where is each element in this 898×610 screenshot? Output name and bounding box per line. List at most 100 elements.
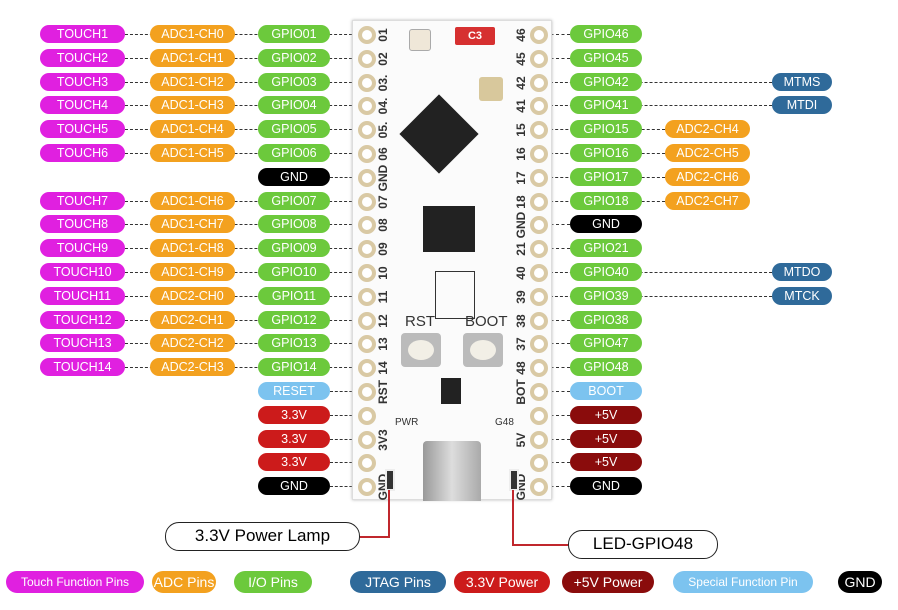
pin-hole bbox=[358, 145, 376, 163]
connector-line bbox=[125, 57, 362, 59]
pin-row-right: GPIO48 bbox=[0, 358, 898, 377]
adc-pill: ADC2-CH6 bbox=[665, 167, 750, 186]
legend-touch: Touch Function Pins bbox=[6, 571, 144, 593]
legend-jtag: JTAG Pins bbox=[350, 571, 446, 593]
v33-pill: 3.3V bbox=[258, 405, 330, 424]
pin-hole bbox=[358, 97, 376, 116]
boot-button[interactable] bbox=[463, 333, 503, 367]
gpio-pill: GPIO17 bbox=[570, 167, 642, 186]
adc-pill: ADC1-CH5 bbox=[150, 144, 235, 162]
touch-pill: TOUCH14 bbox=[40, 358, 125, 377]
pin-row-right: +5V bbox=[0, 453, 898, 472]
adc-pill: ADC1-CH8 bbox=[150, 239, 235, 258]
connector-line bbox=[545, 438, 570, 440]
rst-button[interactable] bbox=[401, 333, 441, 367]
pin-hole bbox=[358, 383, 376, 401]
gpio-pill: GPIO01 bbox=[258, 25, 330, 43]
gpio-pill: GPIO06 bbox=[258, 144, 330, 162]
adc-pill: ADC1-CH3 bbox=[150, 96, 235, 115]
pin-hole bbox=[358, 121, 376, 140]
connector-line bbox=[545, 414, 570, 416]
connector-line bbox=[125, 129, 362, 131]
gpio-pill: GPIO15 bbox=[570, 120, 642, 139]
touch-pill: TOUCH3 bbox=[40, 72, 125, 91]
pin-hole bbox=[358, 406, 376, 425]
pin-hole bbox=[530, 168, 548, 187]
power-lamp-callout: 3.3V Power Lamp bbox=[165, 522, 360, 551]
pin-hole bbox=[358, 430, 376, 449]
gpio-pill: GPIO09 bbox=[258, 239, 330, 258]
gpio-pill: GPIO04 bbox=[258, 96, 330, 115]
pin-hole bbox=[530, 216, 548, 235]
adc-pill: ADC1-CH9 bbox=[150, 263, 235, 281]
jtag-pill: MTMS bbox=[772, 72, 832, 91]
gpio-pill: GPIO02 bbox=[258, 48, 330, 67]
gnd-pill: GND bbox=[258, 167, 330, 186]
pin-hole bbox=[530, 311, 548, 330]
gpio-pill: GPIO08 bbox=[258, 215, 330, 234]
connector-line bbox=[545, 295, 772, 297]
g48-label: G48 bbox=[495, 417, 514, 428]
pin-hole bbox=[358, 168, 376, 187]
gpio-pill: GPIO14 bbox=[258, 358, 330, 377]
esp32-chip bbox=[399, 94, 479, 174]
pin-hole bbox=[358, 359, 376, 378]
touch-pill: TOUCH4 bbox=[40, 96, 125, 115]
gpio-pill: GPIO10 bbox=[258, 263, 330, 281]
touch-pill: TOUCH2 bbox=[40, 48, 125, 67]
pin-hole bbox=[358, 26, 376, 44]
pin-hole bbox=[530, 121, 548, 140]
pin-hole bbox=[358, 73, 376, 92]
pin-hole bbox=[530, 145, 548, 163]
jtag-pill: MTDO bbox=[772, 263, 832, 281]
legend-v33: 3.3V Power bbox=[454, 571, 550, 593]
connector-line bbox=[125, 81, 362, 83]
legend-adc: ADC Pins bbox=[152, 571, 216, 593]
connector-line bbox=[545, 272, 772, 273]
adc-pill: ADC1-CH1 bbox=[150, 48, 235, 67]
connector-line bbox=[125, 34, 362, 35]
pin-row-right: GPIO47 bbox=[0, 334, 898, 353]
adc-pill: ADC1-CH2 bbox=[150, 72, 235, 91]
ic-footprint bbox=[435, 271, 475, 319]
legend-special: Special Function Pin bbox=[673, 571, 813, 593]
connector-line bbox=[125, 224, 362, 226]
connector-line bbox=[545, 224, 570, 226]
gpio-pill: GPIO42 bbox=[570, 72, 642, 91]
pin-row-left: TOUCH2 ADC1-CH1 GPIO02 bbox=[0, 48, 370, 67]
gpio-pill: GPIO21 bbox=[570, 239, 642, 258]
pin-row-left: 3.3V bbox=[0, 405, 370, 424]
connector-line bbox=[545, 391, 570, 392]
adc-pill: ADC1-CH7 bbox=[150, 215, 235, 234]
connector-line bbox=[330, 391, 362, 392]
boot-label: BOOT bbox=[465, 313, 508, 330]
pin-row-right: GPIO38 bbox=[0, 310, 898, 329]
pin-row-right: +5V bbox=[0, 429, 898, 448]
gpio-pill: GPIO46 bbox=[570, 25, 642, 43]
touch-pill: TOUCH12 bbox=[40, 310, 125, 329]
gpio-pill: GPIO41 bbox=[570, 96, 642, 115]
pin-hole bbox=[358, 216, 376, 235]
connector-line bbox=[125, 248, 362, 250]
connector-line bbox=[545, 248, 570, 250]
usb-c-port[interactable] bbox=[423, 441, 481, 501]
gpio-pill: GPIO39 bbox=[570, 286, 642, 305]
pin-row-right: GPIO46 bbox=[0, 25, 898, 43]
adc-pill: ADC2-CH1 bbox=[150, 310, 235, 329]
crystal-oscillator bbox=[479, 77, 503, 101]
touch-pill: TOUCH5 bbox=[40, 120, 125, 139]
pin-hole bbox=[530, 430, 548, 449]
led-line-h bbox=[512, 544, 568, 546]
pin-hole bbox=[530, 49, 548, 68]
connector-line bbox=[125, 200, 362, 202]
